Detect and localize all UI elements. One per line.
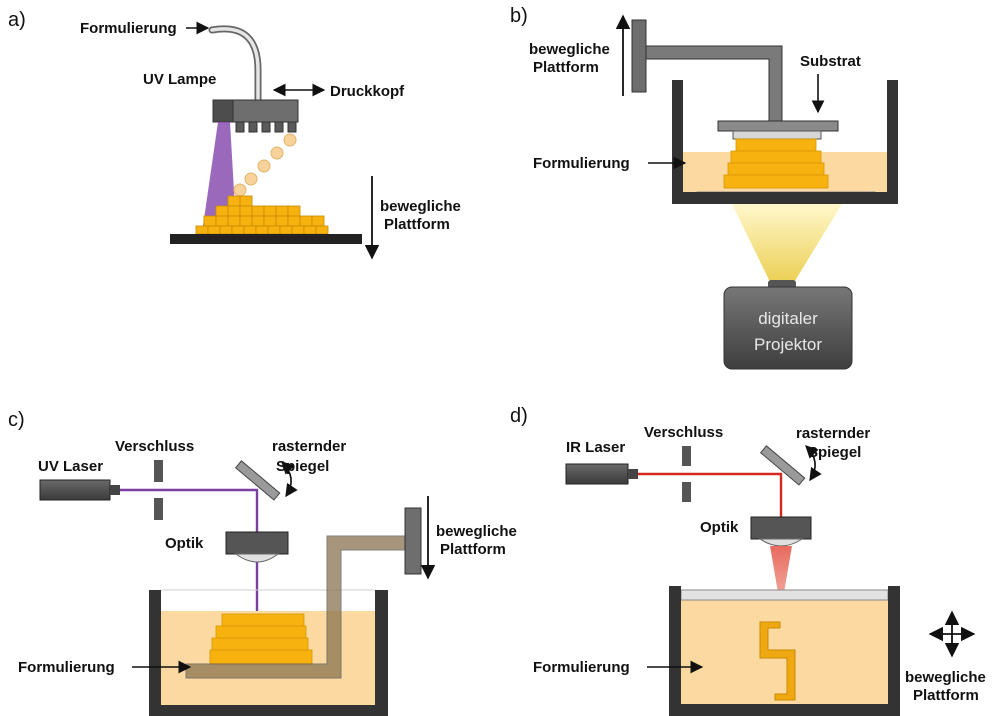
formulation-label: Formulierung xyxy=(533,155,630,172)
panel-d: d) IR Laser Verschluss rasternder Spiege… xyxy=(510,405,986,716)
substrate-label: Substrat xyxy=(800,53,861,70)
platform-label-2: Plattform xyxy=(913,687,979,704)
platform-arm xyxy=(645,45,783,123)
mirror-label-1: rasternder xyxy=(272,438,346,455)
panel-a-tag: a) xyxy=(8,9,26,31)
shutter-bottom xyxy=(682,482,691,502)
panel-a: a) Formulierung UV Lampe Druckkopf xyxy=(8,9,461,260)
uv-laser xyxy=(39,479,111,501)
printhead-nozzles xyxy=(235,121,297,133)
panel-b: b) bewegliche Plattform Substrat Formuli… xyxy=(510,5,898,370)
shutter-top xyxy=(154,460,163,482)
ir-focus-cone xyxy=(770,546,792,604)
projector-label-1: digitaler xyxy=(758,309,818,328)
platform-mount xyxy=(404,507,422,575)
moving-platform xyxy=(170,234,362,244)
panel-c-tag: c) xyxy=(8,409,25,431)
droplets xyxy=(233,133,297,197)
printhead-label: Druckkopf xyxy=(330,83,405,100)
platform-label-1: bewegliche xyxy=(436,523,517,540)
vat-window xyxy=(680,589,889,601)
shutter-label: Verschluss xyxy=(115,438,194,455)
uv-lamp xyxy=(212,99,234,123)
scanning-mirror xyxy=(759,445,806,486)
platform-label-2: Plattform xyxy=(384,216,450,233)
printed-part xyxy=(195,195,329,235)
platform-label-2: Plattform xyxy=(440,541,506,558)
formulation-label: Formulierung xyxy=(18,659,115,676)
mirror-label-2: Spiegel xyxy=(276,458,329,475)
mirror-rotation-arrow xyxy=(281,461,298,498)
platform-label-1: bewegliche xyxy=(529,41,610,58)
projector-light xyxy=(732,204,842,284)
platform-label-2: Plattform xyxy=(533,59,599,76)
laser-label: IR Laser xyxy=(566,439,625,456)
formulation-label: Formulierung xyxy=(533,659,630,676)
mirror-label-1: rasternder xyxy=(796,425,870,442)
projector-label-2: Projektor xyxy=(754,335,822,354)
optics xyxy=(225,531,289,555)
shutter-bottom xyxy=(154,498,163,520)
sintered-part xyxy=(759,621,796,701)
multi-direction-arrow xyxy=(928,610,976,658)
optics-lens xyxy=(234,553,280,563)
printed-part xyxy=(723,138,829,189)
scanning-mirror xyxy=(234,460,281,501)
optics-label: Optik xyxy=(700,519,739,536)
uv-beam xyxy=(120,488,259,540)
platform-mount xyxy=(631,19,647,93)
digital-projector xyxy=(723,286,853,370)
platform-label-1: bewegliche xyxy=(380,198,461,215)
substrate xyxy=(732,130,822,140)
panel-b-tag: b) xyxy=(510,5,528,27)
mirror-label-2: Spiegel xyxy=(808,444,861,461)
formulation-label: Formulierung xyxy=(80,20,177,37)
shutter-top xyxy=(682,446,691,466)
mirror-rotation-arrow xyxy=(805,445,822,482)
optics xyxy=(750,516,812,540)
platform-label-1: bewegliche xyxy=(905,669,986,686)
ir-beam xyxy=(638,472,783,518)
ir-laser xyxy=(565,463,629,485)
build-plate xyxy=(717,120,839,132)
optics-lens xyxy=(758,538,804,547)
printed-part xyxy=(209,613,313,665)
laser-label: UV Laser xyxy=(38,458,103,475)
optics-label: Optik xyxy=(165,535,204,552)
panel-d-tag: d) xyxy=(510,405,528,427)
uv-lamp-label: UV Lampe xyxy=(143,71,216,88)
shutter-label: Verschluss xyxy=(644,424,723,441)
panel-c: c) UV Laser Verschluss rasternder Spiege… xyxy=(8,409,517,716)
